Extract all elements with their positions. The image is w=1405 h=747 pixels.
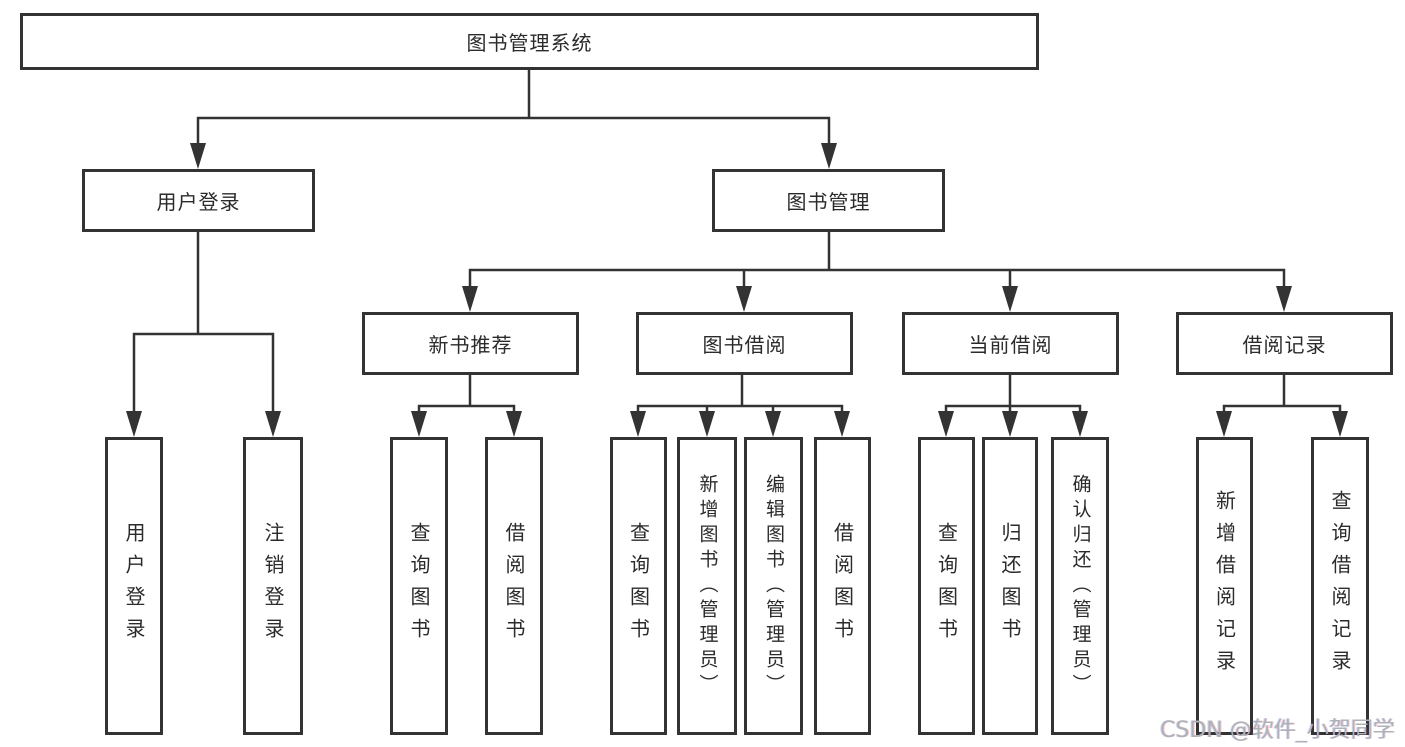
leaf-edit-books-admin: 编辑图书（管理员） — [744, 437, 803, 735]
leaf-search-books-recommend: 查询图书 — [390, 437, 448, 735]
leaf-logout: 注销登录 — [243, 437, 303, 735]
node-library-management-system: 图书管理系统 — [20, 13, 1039, 70]
node-label: 新书推荐 — [428, 333, 513, 357]
leaf-add-books-admin: 新增图书（管理员） — [677, 437, 737, 735]
node-label: 图书管理 — [786, 190, 871, 214]
leaf-borrow-books-recommend: 借阅图书 — [485, 437, 543, 735]
node-user-login: 用户登录 — [82, 169, 315, 232]
node-book-management: 图书管理 — [712, 169, 945, 232]
leaf-user-login: 用户登录 — [105, 437, 163, 735]
node-label: 用户登录 — [156, 190, 241, 214]
node-current-borrowing: 当前借阅 — [902, 312, 1119, 375]
node-label: 借阅记录 — [1242, 333, 1327, 357]
leaf-borrow-books-borrowing: 借阅图书 — [814, 437, 871, 735]
arrowhead-group — [126, 143, 1348, 437]
node-borrowing-records: 借阅记录 — [1176, 312, 1393, 375]
node-book-borrowing: 图书借阅 — [636, 312, 853, 375]
leaf-search-books-borrowing: 查询图书 — [610, 437, 667, 735]
node-label: 图书管理系统 — [466, 31, 593, 55]
leaf-search-books-current: 查询图书 — [918, 437, 975, 735]
leaf-confirm-return-admin: 确认归还（管理员） — [1051, 437, 1109, 735]
leaf-search-borrow-record: 查询借阅记录 — [1311, 437, 1369, 735]
leaf-add-borrow-record: 新增借阅记录 — [1196, 437, 1253, 735]
node-new-book-recommendation: 新书推荐 — [362, 312, 579, 375]
leaf-return-books: 归还图书 — [982, 437, 1038, 735]
csdn-watermark: CSDN @软件_小贺同学 — [1160, 718, 1395, 743]
node-label: 当前借阅 — [968, 333, 1053, 357]
node-label: 图书借阅 — [702, 333, 787, 357]
